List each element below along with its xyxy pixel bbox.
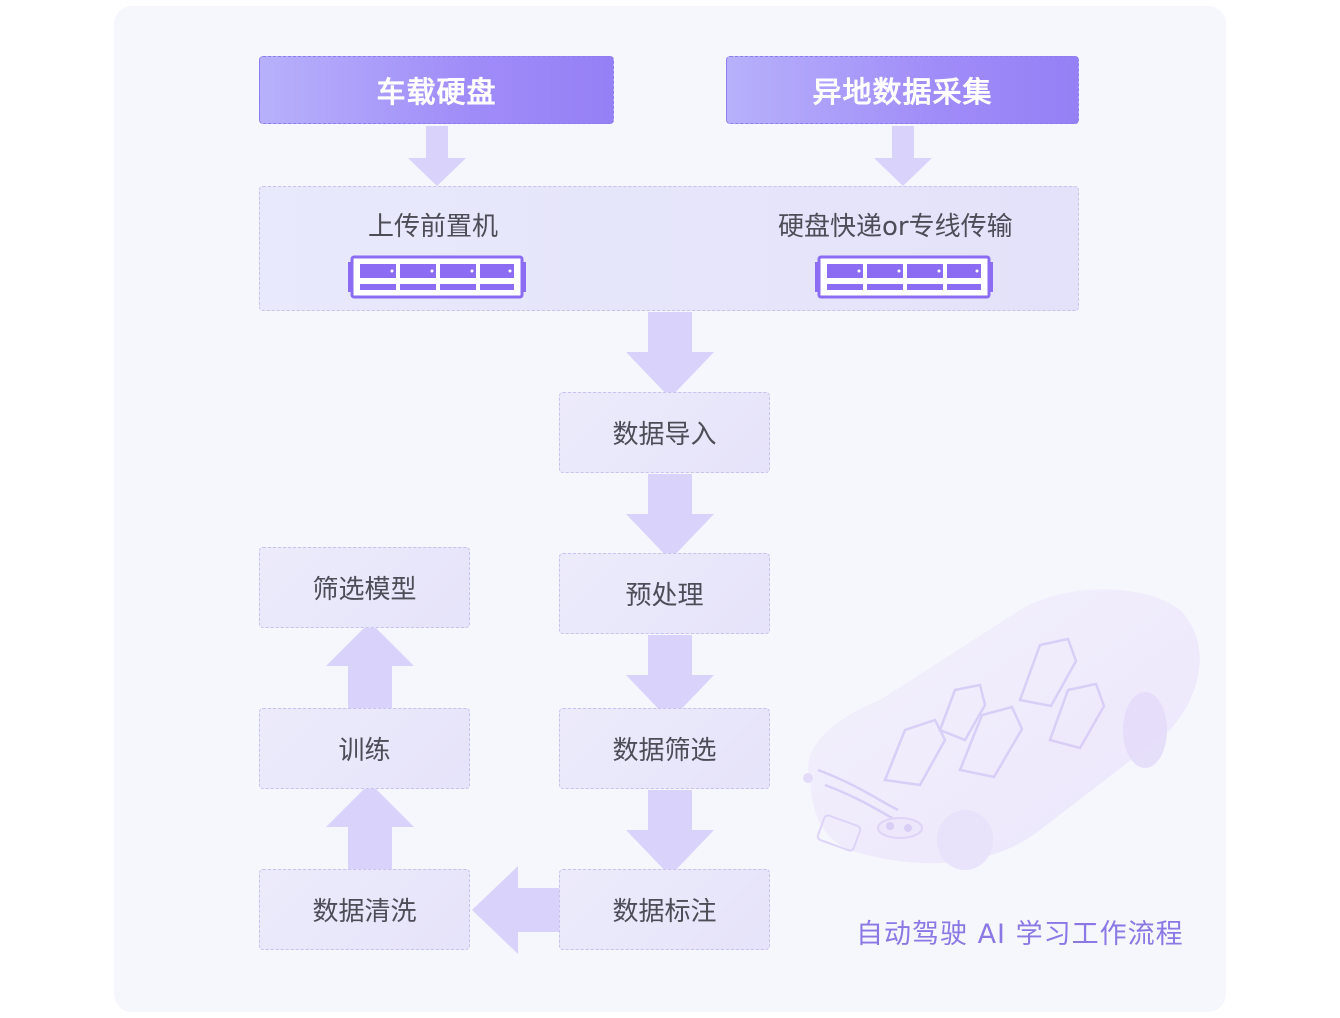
training-node: 训练 [259,708,470,789]
preprocess-node: 预处理 [559,553,770,634]
arrow-down-icon [626,474,714,560]
training-label: 训练 [338,736,391,766]
data-cleaning-label: 数据清洗 [312,897,417,927]
car-outline-icon [803,589,1200,870]
remote-collection-node: 异地数据采集 [726,56,1079,124]
upload-frontend-label: 上传前置机 [368,212,499,242]
vehicle-disk-node: 车载硬盘 [259,56,614,124]
arrow-up-icon [326,622,414,708]
preprocess-label: 预处理 [625,581,704,611]
data-import-label: 数据导入 [612,420,717,450]
filter-model-node: 筛选模型 [259,547,470,628]
arrow-down-icon [874,126,932,186]
arrow-down-icon [408,126,466,186]
data-filter-node: 数据筛选 [559,708,770,789]
data-import-node: 数据导入 [559,392,770,473]
data-filter-label: 数据筛选 [612,736,717,766]
server-rack-icon [348,255,526,299]
server-rack-icon [815,255,993,299]
data-annotation-node: 数据标注 [559,869,770,950]
disk-express-label: 硬盘快递or专线传输 [778,212,1013,242]
data-cleaning-node: 数据清洗 [259,869,470,950]
arrow-up-icon [326,783,414,869]
arrow-down-icon [626,790,714,876]
data-annotation-label: 数据标注 [612,897,717,927]
filter-model-label: 筛选模型 [312,575,417,605]
remote-collection-label: 异地数据采集 [812,75,993,109]
arrow-down-icon [626,635,714,721]
workflow-title: 自动驾驶 AI 学习工作流程 [856,919,1184,950]
arrow-left-icon [472,866,560,954]
arrow-down-icon [626,312,714,398]
vehicle-disk-label: 车载硬盘 [376,75,497,109]
